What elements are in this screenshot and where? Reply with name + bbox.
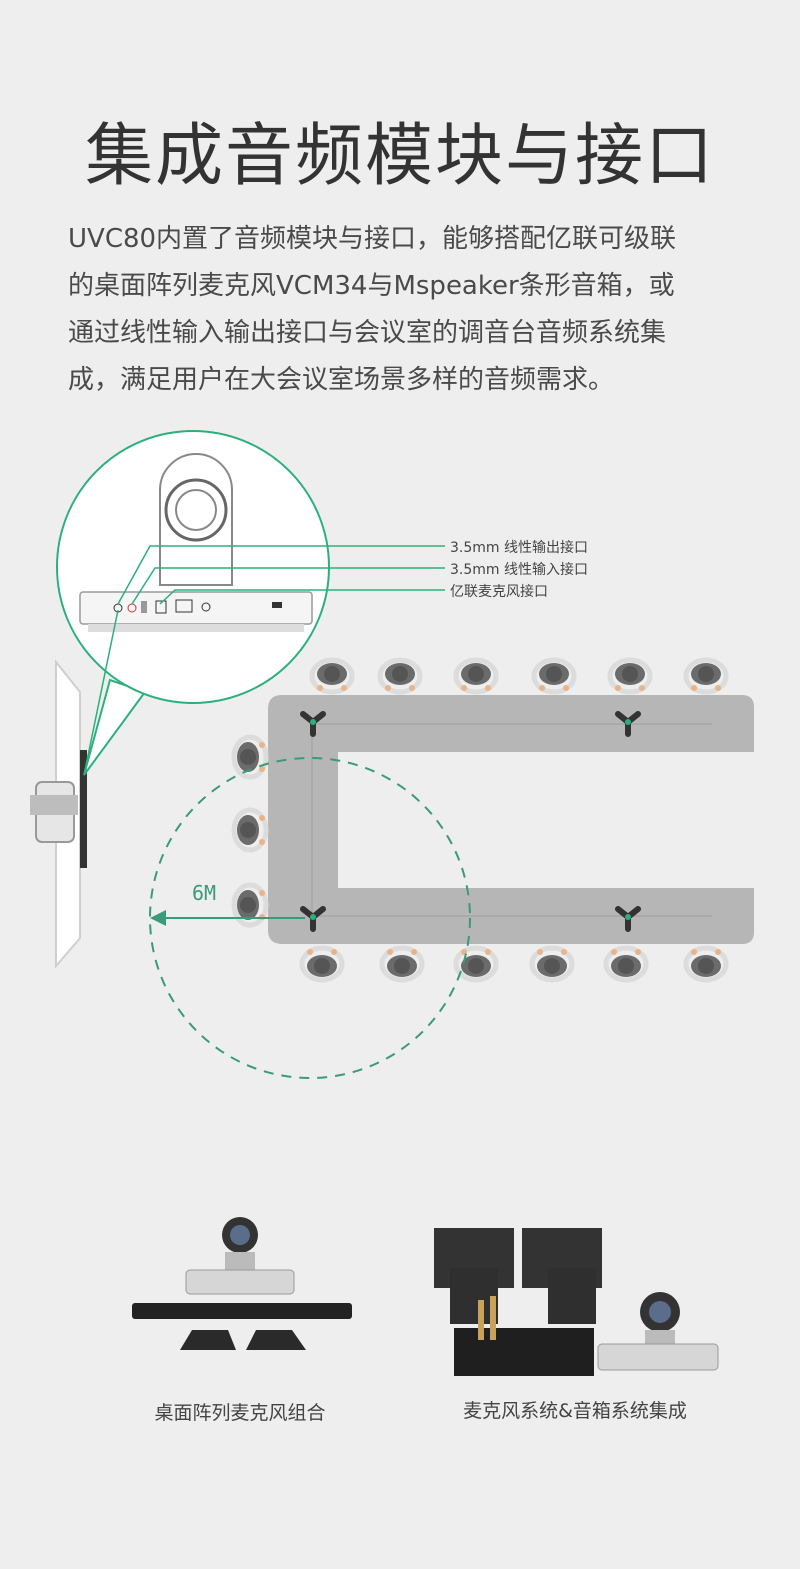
callout-mic-port: 亿联麦克风接口 (450, 583, 548, 600)
audio-system-caption: 麦克风系统&音箱系统集成 (463, 1400, 687, 1422)
attendees-top (312, 660, 726, 692)
description: UVC80内置了音频模块与接口，能够搭配亿联可级联 的桌面阵列麦克风VCM34与… (68, 216, 738, 404)
meeting-room-diagram: 3.5mm 线性输出接口 3.5mm 线性输入接口 亿联麦克风接口 (30, 430, 754, 1079)
description-line: UVC80内置了音频模块与接口，能够搭配亿联可级联 (68, 224, 677, 254)
callout-line-in: 3.5mm 线性输入接口 (450, 561, 588, 578)
audio-system-image (434, 1228, 719, 1376)
description-line: 成，满足用户在大会议室场景多样的音频需求。 (68, 365, 615, 395)
product-images (132, 1217, 719, 1376)
attendees-bottom (302, 948, 726, 980)
pickup-range-circle (149, 757, 471, 1079)
page-title: 集成音频模块与接口 (84, 117, 715, 196)
description-line: 的桌面阵列麦克风VCM34与Mspeaker条形音箱，或 (68, 271, 675, 301)
callout-line-out: 3.5mm 线性输出接口 (450, 539, 588, 556)
conference-table (268, 695, 754, 944)
desktop-mic-caption: 桌面阵列麦克风组合 (154, 1402, 326, 1424)
camera-callout (56, 430, 445, 776)
description-line: 通过线性输入输出接口与会议室的调音台音频系统集 (68, 318, 667, 348)
display-screen (30, 659, 87, 969)
range-arrow (150, 910, 305, 926)
distance-label: 6M (192, 881, 216, 905)
desktop-mic-combo-image (132, 1217, 352, 1350)
